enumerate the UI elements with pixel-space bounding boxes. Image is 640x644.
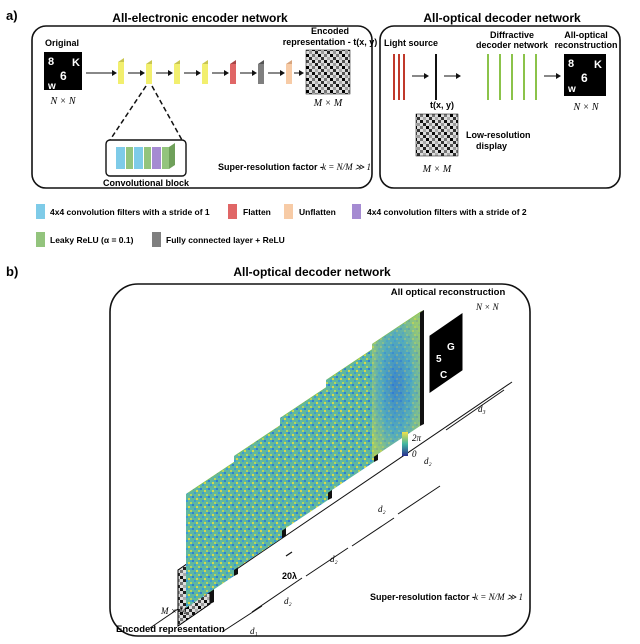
conv-block-label: Convolutional block — [103, 178, 190, 188]
panel-a-label: a) — [6, 8, 18, 23]
display-label-2: display — [476, 141, 507, 151]
flatten-layer — [230, 60, 236, 84]
pixel-marker — [285, 551, 293, 557]
low-res-display-image — [415, 113, 459, 157]
digit-glyph: w — [567, 84, 576, 95]
diffractive-layer-2 — [234, 422, 286, 570]
output-label: All optical reconstruction — [391, 287, 506, 298]
panel-b-title: All-optical decoder network — [233, 265, 391, 279]
encoded-dims-b: M × M — [160, 606, 187, 616]
svg-text:Fully connected layer + ReLU: Fully connected layer + ReLU — [166, 235, 285, 245]
txy-label: t(x, y) — [430, 100, 454, 110]
zoom-line — [109, 85, 147, 141]
diffractive-layer-1 — [186, 460, 238, 608]
svg-text:Unflatten: Unflatten — [299, 207, 336, 217]
colorbar-max: 2π — [412, 433, 422, 443]
legend-item-fc-relu: Fully connected layer + ReLU — [152, 232, 285, 247]
legend-item-conv-s1: 4x4 convolution filters with a stride of… — [36, 204, 210, 219]
light-source — [393, 54, 405, 100]
legend-item-leaky-relu: Leaky ReLU (α = 0.1) — [36, 232, 134, 247]
panel-b-sr-formula: k = N/M ≫ 1 — [474, 592, 523, 602]
encoded-image — [305, 49, 351, 95]
original-dims: N × N — [49, 96, 76, 107]
svg-text:4x4 convolution filters with a: 4x4 convolution filters with a stride of… — [367, 207, 527, 217]
decoder-title: All-optical decoder network — [423, 11, 581, 25]
output-plane: 5 G C — [429, 313, 463, 393]
legend-item-conv-s2: 4x4 convolution filters with a stride of… — [352, 204, 527, 219]
distance-label: d₂ — [378, 504, 386, 514]
diffractive-layers — [487, 54, 537, 100]
digit-glyph: w — [47, 81, 56, 92]
pixel-label: 20λ — [282, 571, 297, 581]
panel-b-sr-prefix: Super-resolution factor - — [370, 592, 475, 602]
conv-layer — [202, 60, 208, 84]
svg-text:4x4 convolution filters with a: 4x4 convolution filters with a stride of… — [50, 207, 210, 217]
distance-markers: d₁ d₂ d₂ d₂ d₂ d₃ — [221, 389, 505, 636]
digit-glyph: K — [72, 57, 80, 69]
legend-item-unflatten: Unflatten — [284, 204, 336, 219]
digit-glyph: 8 — [568, 58, 574, 70]
digit-glyph: 6 — [581, 71, 588, 85]
digit-glyph: K — [594, 59, 602, 71]
reconstruction-label-2: reconstruction — [554, 40, 617, 50]
encoded-label-b: Encoded representation — [116, 624, 225, 635]
conv-block-stack — [116, 143, 175, 169]
fc-layer — [258, 60, 264, 84]
diffractive-label-2: decoder network — [476, 40, 549, 50]
encoder-sr-prefix: Super-resolution factor - — [218, 162, 323, 172]
reconstruction-image — [564, 54, 606, 96]
reconstruction-label-1: All-optical — [564, 30, 608, 40]
conv-layer — [174, 60, 180, 84]
svg-text:Leaky ReLU (α = 0.1): Leaky ReLU (α = 0.1) — [50, 235, 134, 245]
display-dims: M × M — [422, 164, 452, 175]
decoder-box — [379, 25, 621, 189]
encoder-title: All-electronic encoder network — [112, 11, 288, 25]
distance-label: d₁ — [250, 626, 258, 636]
original-label: Original — [45, 38, 79, 48]
display-label-1: Low-resolution — [466, 130, 531, 140]
phase-colorbar — [402, 432, 408, 456]
digit-glyph: 8 — [48, 56, 54, 68]
unflatten-layer — [286, 60, 292, 84]
distance-label: d₂ — [284, 596, 292, 606]
digit-glyph: G — [447, 342, 455, 353]
light-source-label: Light source — [384, 38, 438, 48]
distance-label: d₃ — [478, 404, 486, 414]
reconstruction-dims: N × N — [572, 102, 599, 113]
panel-b-box — [109, 283, 531, 637]
conv-layer — [146, 60, 152, 84]
encoder-box — [31, 25, 373, 189]
diffractive-label-1: Diffractive — [490, 30, 534, 40]
digit-glyph: 5 — [436, 354, 442, 365]
distance-label: d₂ — [330, 554, 338, 564]
legend: 4x4 convolution filters with a stride of… — [36, 204, 527, 247]
encoder-layers — [86, 58, 304, 84]
conv-block-box — [105, 139, 187, 177]
zoom-line — [151, 85, 183, 141]
original-image — [44, 52, 82, 90]
conv-layer — [118, 58, 124, 84]
output-dims: N × N — [475, 302, 500, 312]
distance-label: d₂ — [424, 456, 432, 466]
colorbar-min: 0 — [412, 449, 417, 459]
diffractive-layer-5 — [372, 310, 424, 458]
legend-item-flatten: Flatten — [228, 204, 271, 219]
svg-text:Flatten: Flatten — [243, 207, 271, 217]
encoded-label-1: Encoded — [311, 26, 349, 36]
encoder-sr-formula: k = N/M ≫ 1 — [322, 162, 371, 172]
digit-glyph: 6 — [60, 69, 67, 83]
digit-glyph: C — [440, 370, 447, 381]
encoded-label-2: representation - t(x, y) — [283, 37, 378, 47]
diffractive-layer-4 — [326, 346, 378, 494]
encoded-dims: M × M — [313, 98, 343, 109]
panel-b-label: b) — [6, 264, 18, 279]
